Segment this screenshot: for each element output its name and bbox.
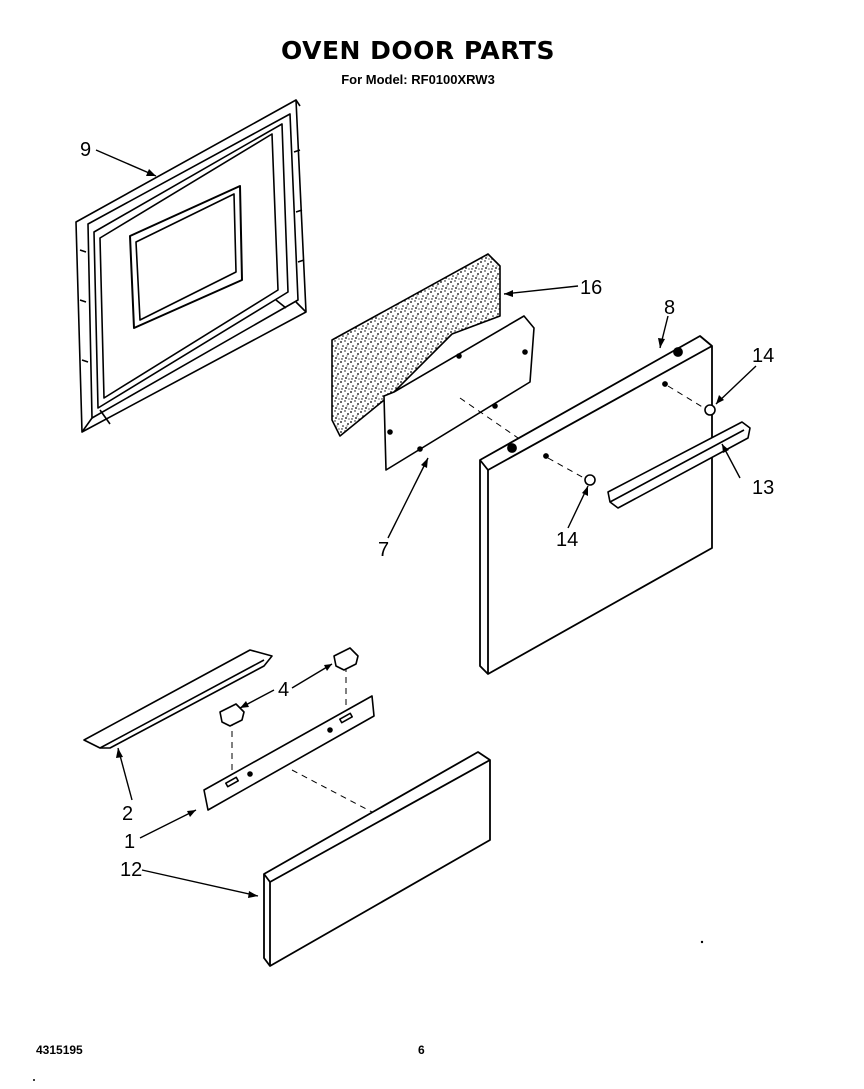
door-handle-part (607, 421, 751, 509)
callout-2: 2 (122, 803, 133, 825)
callout-9: 9 (80, 139, 91, 161)
callout-8: 8 (664, 297, 675, 319)
callout-14-upper: 14 (752, 345, 774, 367)
document-number: 4315195 (36, 1043, 83, 1057)
callout-7: 7 (378, 539, 389, 561)
callout-1: 1 (124, 831, 135, 853)
drawer-front-part (263, 751, 491, 967)
drawer-rail-part (83, 649, 273, 749)
callout-13: 13 (752, 477, 774, 499)
assembly-lines (231, 385, 705, 813)
model-subtitle: For Model: RF0100XRW3 (341, 72, 495, 87)
callout-4: 4 (278, 679, 289, 701)
callout-12: 12 (120, 859, 142, 881)
door-baffle-part (383, 315, 535, 471)
callout-14-lower: 14 (556, 529, 578, 551)
page-number: 6 (418, 1043, 425, 1057)
inner-door-liner-part (75, 99, 307, 433)
leader-arrowheads (116, 169, 729, 898)
page-title: OVEN DOOR PARTS (281, 36, 555, 65)
handle-mount-parts (584, 404, 716, 486)
drawer-mounting-plate-part (203, 695, 375, 811)
outer-door-panel-part (479, 335, 713, 675)
drawer-bracket-parts (219, 647, 359, 727)
door-insulation-part (331, 253, 501, 437)
callout-16: 16 (580, 277, 602, 299)
